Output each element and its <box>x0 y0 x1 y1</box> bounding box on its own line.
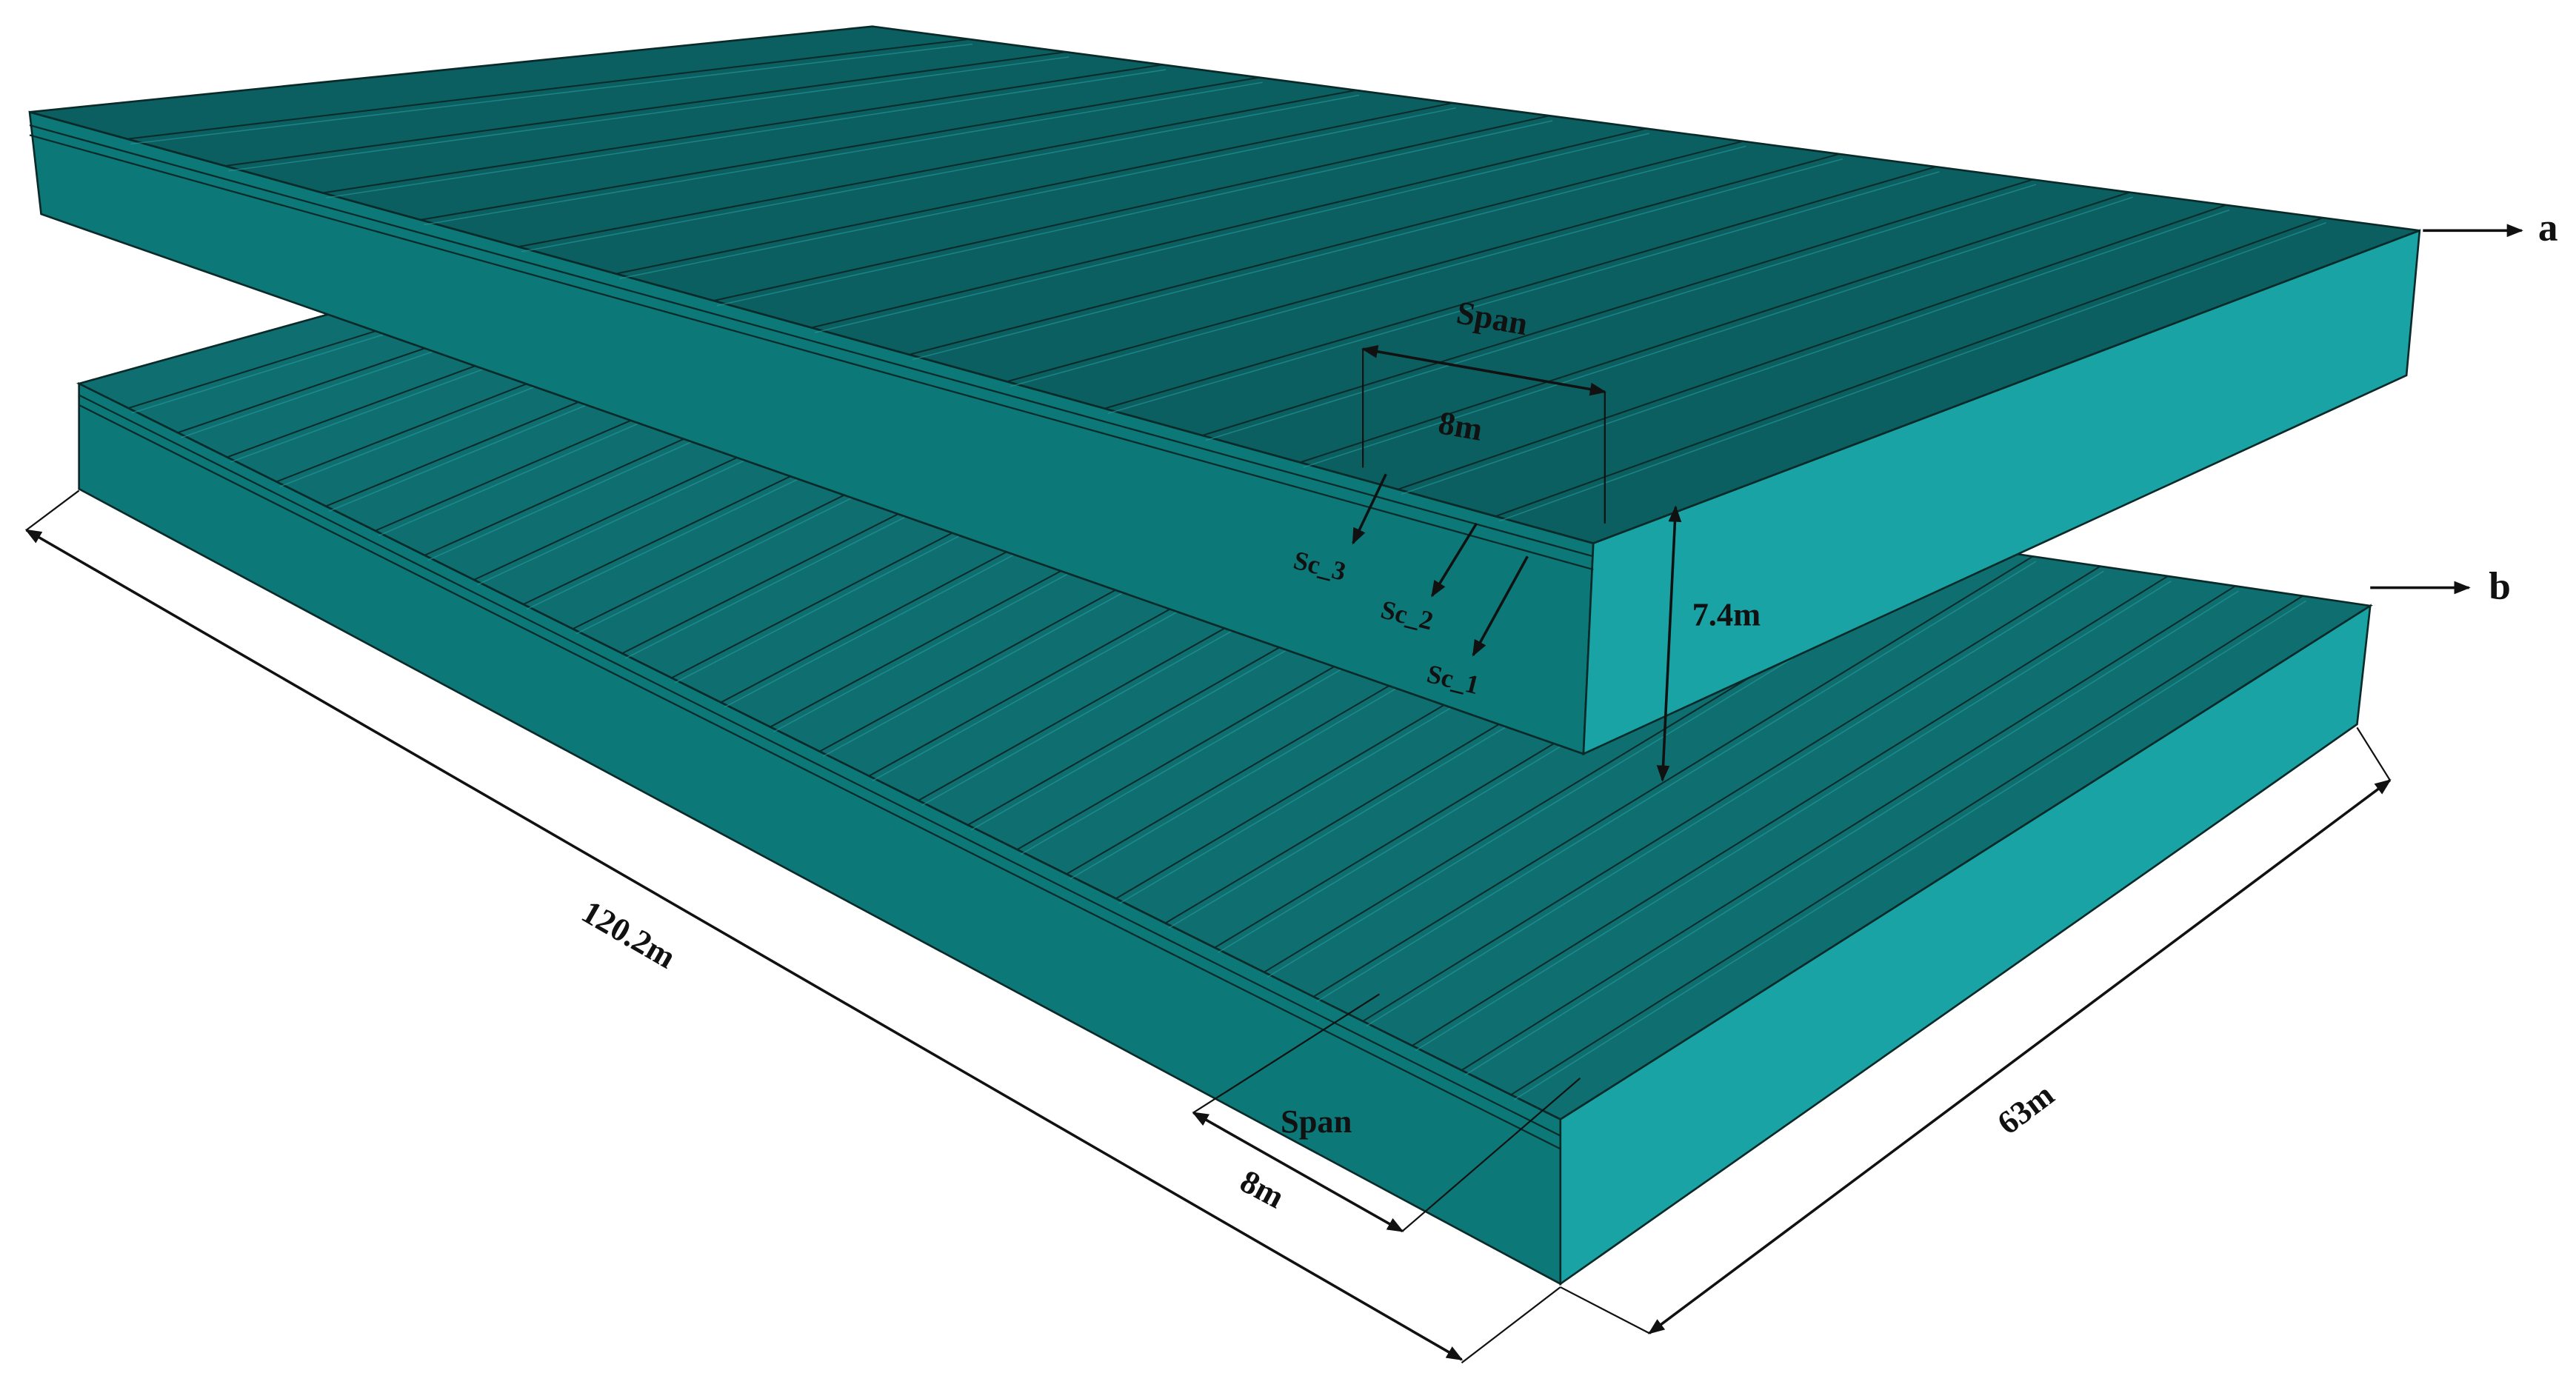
length-extension-left <box>25 490 80 531</box>
roof-ridge-highlight <box>1107 171 1940 415</box>
length-extension-right <box>1461 1286 1561 1364</box>
roof-ridge-highlight <box>521 94 1360 253</box>
roof-ridge <box>127 38 970 140</box>
width-dimension <box>1648 779 2392 1334</box>
height-label: 7.4m <box>1692 596 1761 633</box>
roof-ridge <box>1300 191 2130 464</box>
length-label: 120.2m <box>575 893 682 976</box>
span-top-value: 8m <box>1435 404 1485 448</box>
building-a-eave-line-2 <box>29 134 1594 571</box>
roof-ridge <box>1104 166 1937 410</box>
roof-ridge-highlight <box>326 69 1167 198</box>
roof-ridge-highlight <box>1010 158 1843 387</box>
span-bottom-label: Span <box>1281 1103 1352 1140</box>
span-bottom-extension-right <box>1401 1077 1581 1232</box>
span-bottom-dimension <box>1192 1111 1404 1233</box>
roof-ridge-highlight <box>1401 209 2230 495</box>
building-a-roof <box>29 25 2420 544</box>
roof-ridge-highlight <box>424 81 1263 226</box>
annotations <box>24 224 2523 1364</box>
label-a: a <box>2538 205 2558 250</box>
roof-ridge-highlight <box>716 120 1553 307</box>
building-a-eave-line <box>29 124 1594 558</box>
span-bottom-extension-left <box>1192 993 1380 1114</box>
building-a-roof-ridges <box>127 38 2327 522</box>
roof-ridge <box>615 102 1453 275</box>
width-extension-right <box>2356 726 2391 781</box>
roof-ridge <box>420 76 1260 221</box>
height-dimension <box>1656 505 1682 782</box>
label-b: b <box>2489 564 2511 608</box>
roof-ridge-highlight <box>912 145 1746 361</box>
roof-ridge <box>128 318 414 410</box>
roof-ridge-highlight <box>1498 222 2327 522</box>
roof-ridge <box>713 115 1550 301</box>
width-label: 63m <box>1990 1076 2061 1142</box>
roof-ridge-highlight <box>814 133 1649 333</box>
roof-ridge <box>1007 153 1840 383</box>
roof-ridge <box>1398 204 2227 490</box>
span-top-dimension <box>1361 345 1606 396</box>
roof-ridge <box>909 140 1744 355</box>
width-extension-left <box>1560 1286 1650 1334</box>
roof-ridge <box>1495 217 2323 518</box>
roof-ridge <box>1202 178 2033 436</box>
roof-ridge-highlight <box>1303 196 2133 468</box>
arrow-sc1 <box>1472 555 1529 657</box>
roof-ridge <box>224 51 1067 167</box>
roof-ridge-highlight <box>1205 184 2037 441</box>
roof-ridge <box>518 89 1356 248</box>
roof-ridge-highlight <box>228 56 1070 172</box>
span-bottom-value: 8m <box>1235 1162 1291 1215</box>
roof-ridge <box>811 127 1646 329</box>
roof-ridge <box>322 64 1163 194</box>
roof-ridge-highlight <box>619 107 1456 280</box>
roof-ridge-highlight <box>130 43 972 145</box>
roof-ridge-highlight <box>131 324 417 414</box>
